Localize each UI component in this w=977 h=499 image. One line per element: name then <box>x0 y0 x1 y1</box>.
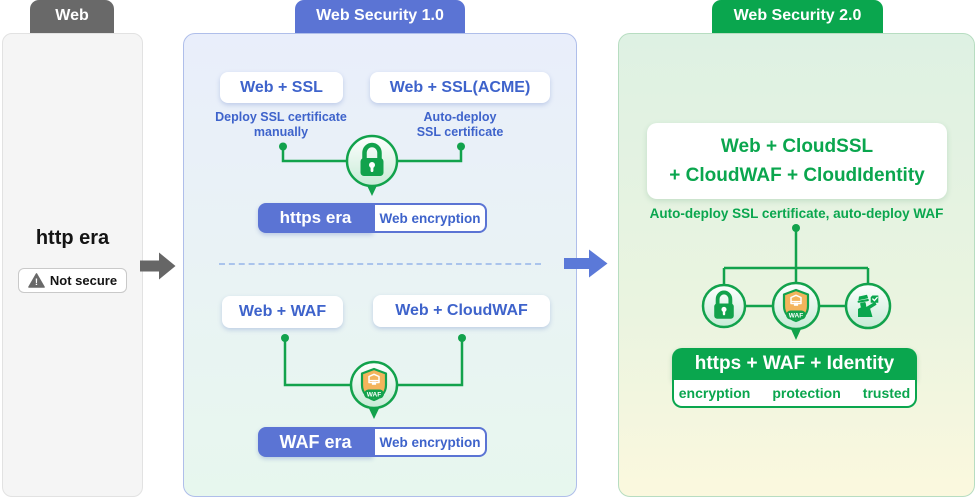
svg-text:!: ! <box>35 277 38 288</box>
waf-era-desc: Web encryption <box>373 427 487 457</box>
svg-text:WAF: WAF <box>789 312 803 319</box>
lock-icon-small <box>701 283 747 329</box>
waf-connector: WAF <box>281 334 466 419</box>
not-secure-badge: ! Not secure <box>2 268 143 293</box>
feature-encryption: encryption <box>678 385 751 401</box>
auto-deploy-caption: Auto-deploy SSL certificate, auto-deploy… <box>649 206 944 221</box>
https-waf-identity-bar: https + WAF + Identity <box>672 348 917 380</box>
tab-web-security-2: Web Security 2.0 <box>712 0 883 40</box>
web-ssl-box: Web + SSL <box>220 72 343 103</box>
ssl-caption-left-line1: Deploy SSL certificate <box>215 110 347 124</box>
waf-era-group: WAF era Web encryption <box>258 427 487 457</box>
web-ssl-acme-box: Web + SSL(ACME) <box>370 72 550 103</box>
https-waf-identity-group: https + WAF + Identity encryption protec… <box>672 348 917 408</box>
feature-trusted: trusted <box>862 385 911 401</box>
feature-protection: protection <box>772 385 841 401</box>
https-era-desc: Web encryption <box>373 203 487 233</box>
https-era-group: https era Web encryption <box>258 203 487 233</box>
not-secure-pill: ! Not secure <box>17 268 128 293</box>
cloud-stack-title-line1: Web + CloudSSL <box>720 136 874 157</box>
waf-shield-icon-2: WAF <box>771 281 821 331</box>
ssl-caption-right-line1: Auto-deploy <box>423 110 497 124</box>
tab-web-label: Web <box>55 7 89 24</box>
http-era-title: http era <box>35 227 110 249</box>
lock-icon <box>345 134 399 188</box>
web-cloudwaf-box: Web + CloudWAF <box>373 295 550 327</box>
warning-triangle-icon: ! <box>28 273 45 288</box>
cloud-stack-title-box: Web + CloudSSL + CloudWAF + CloudIdentit… <box>647 123 947 199</box>
https-era-bar: https era <box>258 203 373 233</box>
ssl-caption-left: Deploy SSL certificate manually <box>194 110 368 140</box>
web-waf-box: Web + WAF <box>222 296 343 328</box>
web-security-1-panel <box>183 33 577 497</box>
cloud-stack-title-line2: + CloudWAF + CloudIdentity <box>669 165 925 186</box>
not-secure-label: Not secure <box>49 273 118 288</box>
dashed-divider <box>219 263 541 265</box>
tab-web-security-1-label: Web Security 1.0 <box>316 7 444 24</box>
http-era-panel <box>2 33 143 497</box>
arrow-right-gray-icon <box>140 252 176 280</box>
ssl-caption-left-line2: manually <box>253 125 309 139</box>
ssl-caption-right: Auto-deploy SSL certificate <box>373 110 547 140</box>
ssl-connector <box>279 134 465 196</box>
waf-shield-icon: WAF <box>349 360 399 410</box>
svg-text:WAF: WAF <box>367 391 381 398</box>
ssl-caption-right-line2: SSL certificate <box>416 125 504 139</box>
arrow-right-blue-icon <box>564 249 608 278</box>
features-row: encryption protection trusted <box>672 380 917 408</box>
security-icons-connector: WAF <box>701 224 892 340</box>
identity-check-icon <box>844 282 892 330</box>
tab-web-security-2-label: Web Security 2.0 <box>733 7 862 24</box>
waf-era-bar: WAF era <box>258 427 373 457</box>
